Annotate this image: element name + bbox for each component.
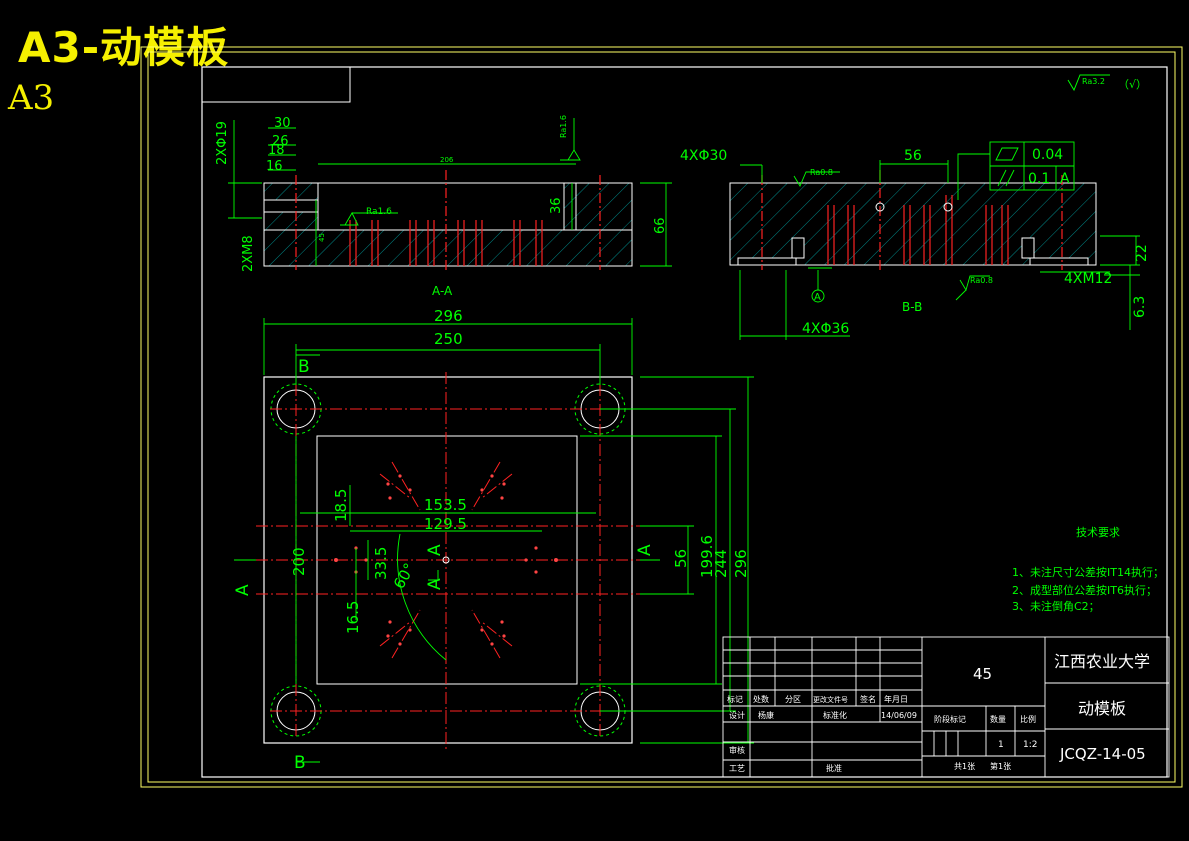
aa-dim: 45 <box>318 233 326 242</box>
quantity: 1 <box>998 740 1004 750</box>
tb-label: 杨康 <box>758 710 774 720</box>
reverse-title-box <box>202 67 351 103</box>
aa-dim: 36 <box>549 197 564 214</box>
plan-dim-296: 296 <box>434 307 463 325</box>
bb-dim: 4XM12 <box>1064 271 1112 287</box>
datum-a: A <box>814 292 821 303</box>
part-name: 动模板 <box>1078 699 1126 718</box>
bb-roughness: Ra0.8 <box>810 168 833 177</box>
bb-dim: 4XΦ36 <box>802 321 849 337</box>
roughness-mark: （√） <box>1118 78 1147 91</box>
aa-dim: 26 <box>272 134 289 149</box>
cut-label-a-center2: A <box>425 578 445 590</box>
plan-dim-18-5: 18.5 <box>332 489 350 522</box>
bb-roughness: Ra0.8 <box>970 276 993 285</box>
tb-label: 比例 <box>1020 714 1036 724</box>
plan-dim-244: 244 <box>712 549 730 578</box>
tech-requirements: 技术要求 1、未注尺寸公差按IT14执行； 2、成型部位公差按IT6执行； 3、… <box>1012 526 1164 613</box>
tb-label: 分区 <box>785 695 801 704</box>
scale: 1:2 <box>1023 740 1037 750</box>
plan-dim-199-6: 199.6 <box>698 535 716 578</box>
tb-label: 批准 <box>826 763 842 773</box>
tolerance-flat: 0.04 <box>1032 147 1063 163</box>
tb-label: 签名 <box>860 694 876 704</box>
plan-view: 296 250 153.5 129.5 18.5 33.5 16.5 60° 2… <box>233 307 754 773</box>
tech-req-item: 2、成型部位公差按IT6执行； <box>1012 583 1157 597</box>
tb-label: 设计 <box>729 710 745 720</box>
bb-dim: 22 <box>1134 244 1150 262</box>
tb-label: 阶段标记 <box>934 714 966 724</box>
tolerance-parallel: 0.1 <box>1028 171 1050 187</box>
tb-label: 标记 <box>727 694 743 704</box>
section-aa: 2XΦ19 30 26 18 16 206 36 66 2XM8 Ra1.6 R… <box>215 115 672 298</box>
section-aa-label: A-A <box>432 284 453 298</box>
plan-dim-129-5: 129.5 <box>424 515 467 533</box>
cut-label-b-top: B <box>298 357 310 377</box>
bb-dim: 4XΦ30 <box>680 148 727 164</box>
aa-dim: 2XΦ19 <box>215 121 230 165</box>
plan-dim-33-5: 33.5 <box>372 547 390 580</box>
material: 45 <box>973 665 992 683</box>
tb-label: 第1张 <box>990 761 1011 771</box>
aa-dim: 66 <box>653 217 668 234</box>
tech-req-item: 1、未注尺寸公差按IT14执行； <box>1012 565 1164 579</box>
aa-dim: 16 <box>266 159 283 174</box>
sheet-size-label: A3 <box>8 78 55 118</box>
title-block <box>722 636 1170 778</box>
outer-frame <box>140 46 1183 788</box>
plan-dim-250: 250 <box>434 330 463 348</box>
plan-angle-60: 60° <box>390 560 419 592</box>
roughness-text: Ra3.2 <box>1082 77 1105 86</box>
tb-label: 数量 <box>990 714 1006 724</box>
tb-label: 工艺 <box>729 764 745 773</box>
tb-label: 共1张 <box>954 762 975 771</box>
aa-dim: 2XM8 <box>241 235 256 272</box>
drawing-border <box>201 66 1168 778</box>
aa-dim: 30 <box>274 116 291 131</box>
tb-label: 年月日 <box>884 694 908 704</box>
plan-dim-16-5: 16.5 <box>344 601 362 634</box>
school-name: 江西农业大学 <box>1054 652 1150 671</box>
section-bb-label: B-B <box>902 300 922 314</box>
aa-dim: 18 <box>268 143 285 158</box>
tb-label: 处数 <box>753 694 769 704</box>
plan-dim-296-v: 296 <box>732 549 750 578</box>
tolerance-datum: A <box>1060 171 1070 187</box>
drawing-number: JCQZ-14-05 <box>1059 745 1146 763</box>
bb-dim: 56 <box>904 148 922 164</box>
general-roughness: Ra3.2 （√） <box>1067 74 1147 92</box>
outer-frame-inner <box>147 51 1176 783</box>
cut-label-b-bottom: B <box>294 753 306 773</box>
cut-label-a-left: A <box>233 584 253 596</box>
plan-dim-153-5: 153.5 <box>424 496 467 514</box>
tb-label: 审核 <box>729 745 745 755</box>
cut-label-a-center: A <box>425 544 445 556</box>
cut-label-a-right: A <box>635 544 655 556</box>
aa-roughness: Ra1.6 <box>366 207 392 217</box>
tb-label: 更改文件号 <box>813 695 848 704</box>
date: 14/06/09 <box>881 711 917 720</box>
section-bb: 4XΦ30 Ra0.8 56 4XM12 22 6.3 4XΦ36 Ra0.8 … <box>680 141 1150 340</box>
tb-label: 标准化 <box>823 710 847 720</box>
aa-dim: 206 <box>440 156 454 164</box>
bb-dim: 6.3 <box>1132 296 1148 318</box>
tech-req-item: 3、未注倒角C2； <box>1012 599 1100 613</box>
aa-roughness: Ra1.6 <box>559 115 568 138</box>
plan-dim-56: 56 <box>672 549 690 568</box>
tech-req-title: 技术要求 <box>1076 526 1120 539</box>
plan-dim-200: 200 <box>290 547 308 576</box>
